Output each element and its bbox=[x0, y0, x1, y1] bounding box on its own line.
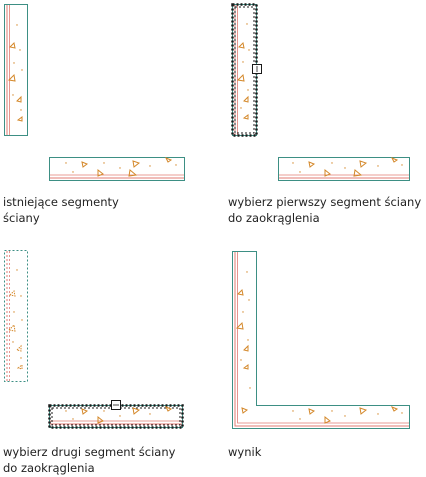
concrete-hatch bbox=[236, 41, 249, 120]
caption-line: wynik bbox=[228, 445, 262, 459]
caption-line: do zaokrąglenia bbox=[228, 211, 320, 225]
horizontal-wall-segment-selected bbox=[48, 400, 184, 429]
horizontal-wall-segment bbox=[278, 157, 410, 181]
concrete-hatch bbox=[81, 157, 173, 177]
selection-highlight-inner bbox=[51, 407, 181, 426]
concrete-hatch bbox=[7, 289, 23, 370]
panel-select-first bbox=[231, 3, 410, 181]
selection-highlight bbox=[48, 404, 184, 429]
caption-select-first: wybierz pierwszy segment ściany do zaokr… bbox=[228, 194, 421, 226]
caption-select-second: wybierz drugi segment ściany do zaokrągl… bbox=[3, 444, 175, 476]
horizontal-wall-segment bbox=[49, 157, 185, 181]
caption-line: do zaokrąglenia bbox=[3, 461, 95, 475]
caption-line: istniejące segmenty bbox=[3, 195, 119, 209]
caption-line: ściany bbox=[3, 211, 40, 225]
caption-existing-segments: istniejące segmenty ściany bbox=[3, 194, 119, 226]
vertical-wall-segment-selected bbox=[231, 3, 262, 137]
concrete-hatch bbox=[235, 288, 399, 424]
concrete-hatch bbox=[308, 157, 399, 177]
caption-result: wynik bbox=[228, 444, 261, 460]
panel-select-second bbox=[4, 250, 184, 429]
concrete-hatch bbox=[81, 406, 173, 424]
vertical-wall-segment-dashed bbox=[4, 250, 28, 382]
vertical-wall-segment bbox=[4, 4, 28, 136]
joined-l-wall bbox=[232, 251, 410, 429]
panel-result bbox=[232, 251, 410, 429]
concrete-hatch bbox=[7, 41, 23, 122]
caption-line: wybierz pierwszy segment ściany bbox=[228, 195, 422, 209]
caption-line: wybierz drugi segment ściany bbox=[3, 445, 176, 459]
panel-existing-segments bbox=[4, 4, 185, 181]
